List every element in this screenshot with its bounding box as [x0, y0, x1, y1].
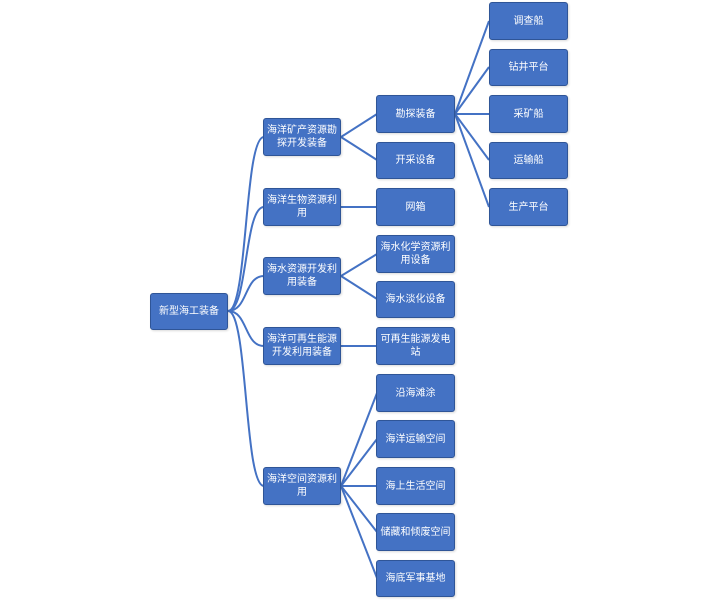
node-label: 海洋空间资源利用 — [267, 474, 337, 498]
node-label: 海洋生物资源利用 — [267, 195, 337, 219]
node-label: 勘探装备 — [395, 108, 436, 120]
connector-l1-0-to-l2-0 — [340, 113, 378, 138]
node-root: 新型海工装备 — [150, 293, 228, 330]
node-label: 海洋矿产资源勘探开发装备 — [267, 125, 337, 149]
node-l2-desalination: 海水淡化设备 — [376, 281, 455, 318]
connector-root-to-l1-3 — [227, 310, 265, 347]
node-label: 调查船 — [513, 15, 544, 27]
node-l2-storage-dumping: 储藏和倾废空间 — [376, 513, 455, 551]
node-label: 运输船 — [513, 155, 544, 166]
node-l3-production-platform: 生产平台 — [489, 188, 568, 226]
node-l2-transport-space: 海洋运输空间 — [376, 420, 455, 458]
connector-l1-4-to-l2-7 — [340, 438, 378, 487]
node-l2-mining-equip: 开采设备 — [376, 142, 455, 179]
node-label: 开采设备 — [395, 155, 436, 166]
node-label: 网箱 — [405, 201, 426, 213]
node-label: 钻井平台 — [508, 62, 549, 73]
connector-l2-0-to-l3-1 — [454, 66, 490, 115]
connector-root-to-l1-2 — [227, 275, 265, 312]
connector-l2-0-to-l3-4 — [454, 113, 490, 208]
connector-root-to-l1-1 — [227, 206, 265, 312]
node-l2-living-space: 海上生活空间 — [376, 467, 455, 505]
node-label: 海水化学资源利用设备 — [380, 242, 451, 266]
node-l3-drilling-platform: 钻井平台 — [489, 49, 568, 86]
node-label: 可再生能源发电站 — [380, 334, 451, 358]
node-l3-transport-ship: 运输船 — [489, 142, 568, 179]
connector-l1-0-to-l2-1 — [340, 136, 378, 161]
node-l2-seawater-chem: 海水化学资源利用设备 — [376, 235, 455, 273]
node-label: 海水淡化设备 — [385, 294, 446, 305]
connector-l2-0-to-l3-3 — [454, 113, 490, 161]
node-l1-renewable: 海洋可再生能源开发利用装备 — [263, 327, 341, 365]
node-label: 海底军事基地 — [385, 573, 446, 584]
node-l2-power-station: 可再生能源发电站 — [376, 327, 455, 365]
connector-l1-2-to-l2-3 — [340, 253, 378, 277]
node-l2-exploration: 勘探装备 — [376, 95, 455, 133]
node-l3-mining-ship: 采矿船 — [489, 95, 568, 133]
node-label: 储藏和倾废空间 — [380, 526, 451, 538]
node-label: 采矿船 — [513, 108, 544, 120]
connector-root-to-l1-4 — [227, 310, 265, 487]
node-l2-tidal-flat: 沿海滩涂 — [376, 374, 455, 412]
connector-l1-4-to-l2-6 — [340, 392, 378, 487]
node-label: 沿海滩涂 — [395, 387, 436, 399]
node-label: 生产平台 — [508, 201, 549, 213]
node-l2-net-cage: 网箱 — [376, 188, 455, 226]
node-l3-survey-ship: 调查船 — [489, 2, 568, 40]
node-label: 海水资源开发利用装备 — [267, 264, 337, 288]
connector-l1-4-to-l2-10 — [340, 485, 378, 579]
node-l1-seawater: 海水资源开发利用装备 — [263, 257, 341, 295]
node-label: 新型海工装备 — [159, 306, 219, 317]
connector-l2-0-to-l3-0 — [454, 20, 490, 115]
node-l1-marine-mineral: 海洋矿产资源勘探开发装备 — [263, 118, 341, 156]
node-l2-military-base: 海底军事基地 — [376, 560, 455, 597]
node-l1-space: 海洋空间资源利用 — [263, 467, 341, 505]
connector-root-to-l1-0 — [227, 136, 265, 312]
node-label: 海洋运输空间 — [385, 433, 446, 445]
connector-l1-4-to-l2-9 — [340, 485, 378, 533]
node-l1-marine-bio: 海洋生物资源利用 — [263, 188, 341, 226]
node-label: 海上生活空间 — [385, 480, 446, 492]
node-label: 海洋可再生能源开发利用装备 — [267, 334, 337, 358]
connector-l1-2-to-l2-4 — [340, 275, 378, 300]
